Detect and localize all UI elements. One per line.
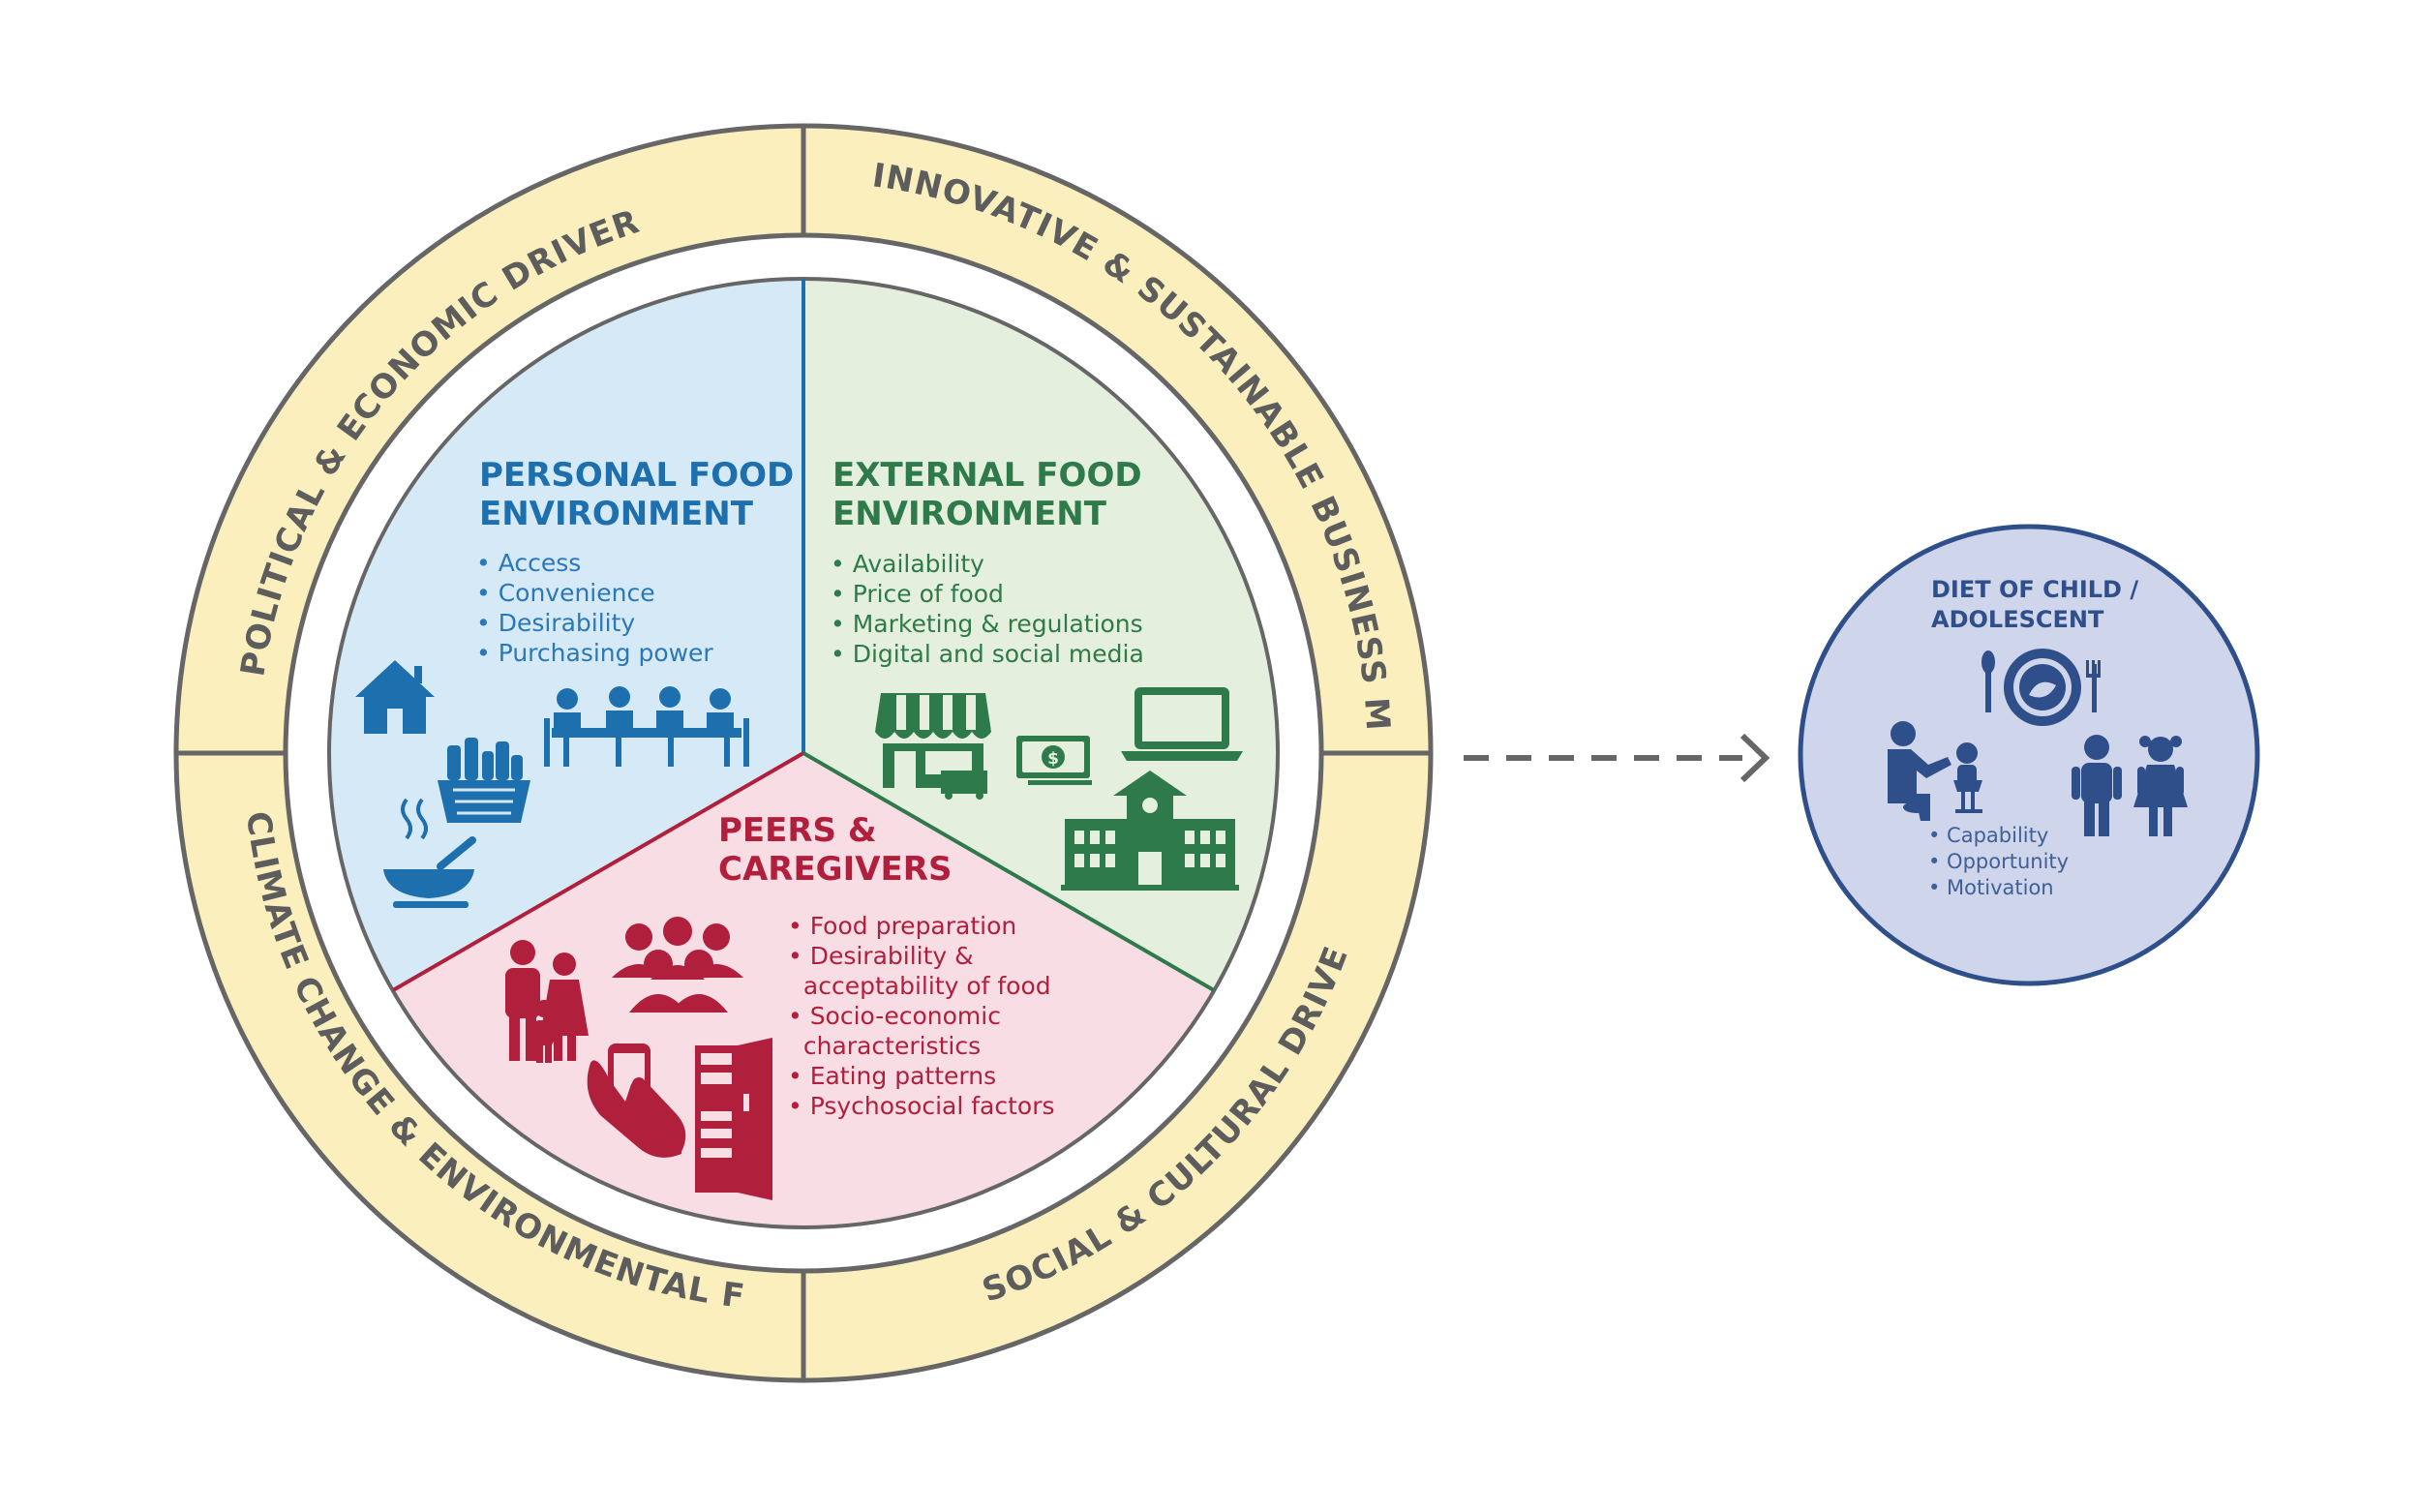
diet-item: • Capability bbox=[1928, 824, 2048, 847]
cooking-pot-icon bbox=[383, 798, 476, 908]
children-icon bbox=[2072, 735, 2188, 836]
external-title-line1: EXTERNAL FOOD bbox=[832, 456, 1142, 495]
diet-item: • Opportunity bbox=[1928, 850, 2069, 873]
peers-item: characteristics bbox=[788, 1032, 981, 1060]
peers-item: • Socio-economic bbox=[788, 1002, 1001, 1030]
external-section: EXTERNAL FOOD ENVIRONMENT • Availability… bbox=[831, 456, 1243, 891]
svg-text:$: $ bbox=[1047, 749, 1059, 769]
arrow-head-icon bbox=[1739, 733, 1770, 783]
divider-external-peers bbox=[802, 751, 1216, 992]
diet-circle: DIET OF CHILD / ADOLESCENT bbox=[1798, 524, 2260, 986]
caregiver-feeding-child-icon bbox=[1888, 721, 1982, 821]
diet-circle-shape bbox=[1798, 524, 2260, 986]
personal-item: • Desirability bbox=[476, 609, 635, 637]
peers-title-line1: PEERS & bbox=[718, 811, 877, 850]
money-icon: $ bbox=[1016, 736, 1092, 785]
peers-item: acceptability of food bbox=[788, 972, 1051, 1000]
external-item: • Price of food bbox=[831, 580, 1004, 608]
grocery-basket-icon bbox=[438, 738, 530, 823]
smartphone-icon bbox=[587, 1043, 686, 1158]
external-item: • Marketing & regulations bbox=[831, 610, 1143, 638]
storefront-icon bbox=[875, 693, 991, 800]
peers-title-line2: CAREGIVERS bbox=[718, 850, 952, 889]
diet-item: • Motivation bbox=[1928, 876, 2054, 899]
external-title-line2: ENVIRONMENT bbox=[832, 495, 1107, 533]
peers-item: • Desirability & bbox=[788, 942, 974, 970]
personal-section: PERSONAL FOOD ENVIRONMENT • Access • Con… bbox=[355, 456, 794, 908]
personal-title-line2: ENVIRONMENT bbox=[479, 495, 754, 533]
peers-item: • Psychosocial factors bbox=[788, 1092, 1055, 1120]
external-item: • Availability bbox=[831, 550, 984, 578]
divider-personal-peers bbox=[391, 751, 805, 992]
personal-title-line1: PERSONAL FOOD bbox=[479, 456, 794, 495]
diet-title-line1: DIET OF CHILD / bbox=[1931, 576, 2138, 603]
plate-cutlery-icon bbox=[1981, 649, 2101, 726]
external-item: • Digital and social media bbox=[831, 640, 1144, 668]
peers-section: PEERS & CAREGIVERS • Food preparation • … bbox=[505, 811, 1055, 1200]
connector-arrow bbox=[1464, 733, 1770, 783]
school-building-icon bbox=[1061, 771, 1239, 891]
personal-item: • Purchasing power bbox=[476, 639, 713, 667]
personal-item: • Convenience bbox=[476, 579, 655, 607]
laptop-icon bbox=[1121, 687, 1243, 761]
family-icon bbox=[505, 940, 589, 1063]
personal-item: • Access bbox=[476, 549, 581, 577]
house-icon bbox=[355, 660, 435, 734]
peers-item: • Eating patterns bbox=[788, 1062, 996, 1090]
refrigerator-icon bbox=[695, 1038, 772, 1200]
family-dinner-table-icon bbox=[544, 686, 749, 767]
peer-group-icon bbox=[612, 917, 743, 1013]
diet-title-line2: ADOLESCENT bbox=[1931, 606, 2104, 633]
peers-item: • Food preparation bbox=[788, 912, 1016, 940]
